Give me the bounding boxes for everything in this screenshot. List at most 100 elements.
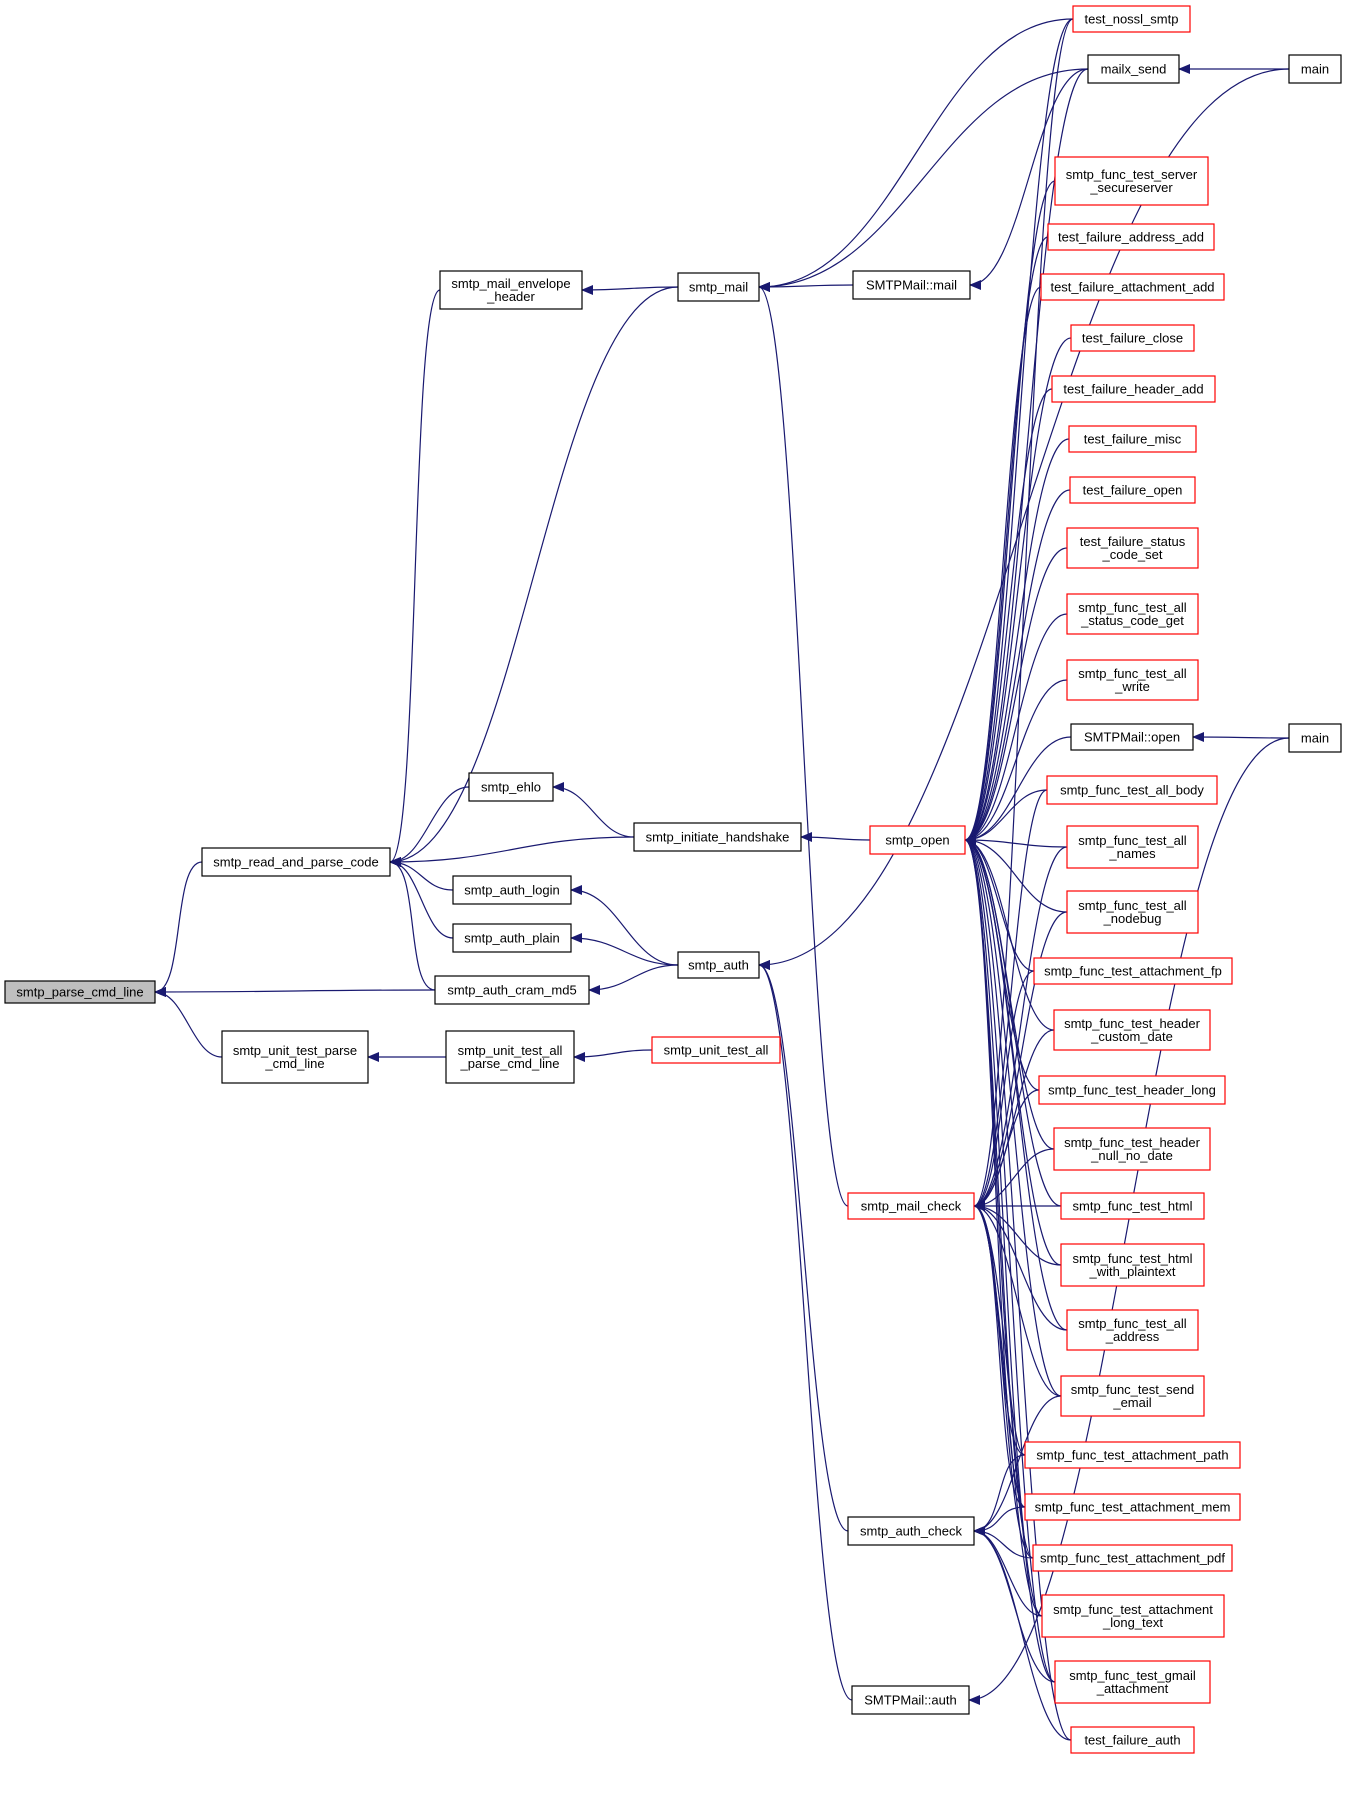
node-smtp_auth_check[interactable]: smtp_auth_check [847, 1516, 975, 1546]
node-smtp_func_test_server_secureserver[interactable]: smtp_func_test_server_secureserver [1054, 156, 1209, 206]
node-SMTPMail_auth[interactable]: SMTPMail::auth [851, 1685, 970, 1715]
edge-smtp_unit_test_parse_cmd_line-to-smtp_parse_cmd_line [154, 987, 223, 1058]
node-smtp_func_test_attachment_fp[interactable]: smtp_func_test_attachment_fp [1033, 957, 1233, 985]
node-test_nossl_smtp[interactable]: test_nossl_smtp [1072, 5, 1191, 33]
node-smtp_unit_test_all[interactable]: smtp_unit_test_all [651, 1036, 781, 1064]
node-label: smtp_func_test_attachment_pdf [1040, 1551, 1225, 1566]
node-smtp_auth_login[interactable]: smtp_auth_login [452, 875, 572, 905]
node-label: _cmd_line [264, 1056, 324, 1071]
node-box [1024, 1493, 1241, 1521]
node-smtp_auth_cram_md5[interactable]: smtp_auth_cram_md5 [434, 975, 590, 1005]
node-smtp_func_test_header_null_no_date[interactable]: smtp_func_test_header_null_no_date [1053, 1127, 1211, 1171]
node-main_bottom[interactable]: main [1288, 723, 1342, 753]
node-box [1066, 527, 1199, 569]
node-label: smtp_func_test_html [1073, 1199, 1193, 1214]
node-label: smtp_auth_plain [464, 931, 559, 946]
edge-smtp_func_test_html_with_plaintext-to-smtp_mail_check [973, 1201, 1062, 1266]
node-SMTPMail_open[interactable]: SMTPMail::open [1070, 723, 1194, 751]
node-box [1066, 1309, 1199, 1351]
node-smtp_func_test_all_names[interactable]: smtp_func_test_all_names [1066, 825, 1199, 869]
node-label: smtp_read_and_parse_code [213, 855, 379, 870]
node-label: _with_plaintext [1089, 1264, 1176, 1279]
node-test_failure_close[interactable]: test_failure_close [1070, 324, 1195, 352]
node-label: smtp_func_test_send [1071, 1382, 1195, 1397]
node-smtp_mail[interactable]: smtp_mail [677, 272, 760, 302]
node-smtp_func_test_attachment_mem[interactable]: smtp_func_test_attachment_mem [1024, 1493, 1241, 1521]
node-smtp_func_test_all_address[interactable]: smtp_func_test_all_address [1066, 1309, 1199, 1351]
node-box [1053, 1009, 1211, 1051]
node-label: test_failure_open [1083, 483, 1183, 498]
node-box [847, 1192, 975, 1220]
node-smtp_ehlo[interactable]: smtp_ehlo [468, 772, 554, 802]
node-smtp_func_test_all_write[interactable]: smtp_func_test_all_write [1066, 659, 1199, 701]
node-label: test_failure_status [1080, 534, 1186, 549]
node-smtp_func_test_all_nodebug[interactable]: smtp_func_test_all_nodebug [1066, 890, 1199, 934]
node-box [1066, 825, 1199, 869]
node-smtp_func_test_all_body[interactable]: smtp_func_test_all_body [1046, 775, 1218, 805]
edge-layer [154, 18, 1290, 1741]
node-smtp_initiate_handshake[interactable]: smtp_initiate_handshake [633, 822, 802, 852]
node-test_failure_header_add[interactable]: test_failure_header_add [1051, 375, 1216, 403]
node-label: _nodebug [1103, 911, 1162, 926]
edge-smtp_func_test_all_nodebug-to-smtp_mail_check [973, 911, 1068, 1211]
node-main_top[interactable]: main [1288, 54, 1342, 84]
node-smtp_func_test_html[interactable]: smtp_func_test_html [1060, 1192, 1205, 1220]
node-label: smtp_func_test_attachment_path [1036, 1448, 1228, 1463]
node-box [1070, 324, 1195, 352]
edge-smtp_func_test_attachment_long_text-to-smtp_open [964, 835, 1043, 1617]
edge-mailx_send-to-smtp_mail [758, 68, 1089, 292]
edge-test_failure_misc-to-smtp_open [964, 438, 1070, 845]
node-label: test_failure_attachment_add [1050, 280, 1214, 295]
edge-test_nossl_smtp-to-smtp_open [964, 18, 1074, 845]
node-smtp_func_test_send_email[interactable]: smtp_func_test_send_email [1060, 1375, 1205, 1417]
node-smtp_func_test_attachment_pdf[interactable]: smtp_func_test_attachment_pdf [1032, 1544, 1233, 1572]
edge-smtp_func_test_all_names-to-smtp_open [964, 835, 1068, 848]
node-box [1053, 1127, 1211, 1171]
node-smtp_unit_test_parse_cmd_line[interactable]: smtp_unit_test_parse_cmd_line [221, 1030, 369, 1084]
node-box [1072, 5, 1191, 33]
node-label: test_failure_auth [1084, 1733, 1180, 1748]
node-smtp_func_test_header_long[interactable]: smtp_func_test_header_long [1038, 1075, 1226, 1105]
edge-smtp_auth-to-smtp_auth_login [570, 885, 679, 966]
node-test_failure_address_add[interactable]: test_failure_address_add [1047, 223, 1215, 251]
edge-test_nossl_smtp-to-smtp_mail [758, 18, 1074, 292]
edge-smtp_mail_envelope_header-to-smtp_read_and_parse_code [389, 289, 441, 867]
edge-smtp_func_test_all_address-to-smtp_mail_check [973, 1201, 1068, 1331]
node-label: _header [486, 289, 535, 304]
node-smtp_open[interactable]: smtp_open [869, 825, 966, 855]
edge-smtp_initiate_handshake-to-smtp_read_and_parse_code [389, 836, 635, 867]
node-label: smtp_ehlo [481, 780, 541, 795]
node-test_failure_open[interactable]: test_failure_open [1069, 476, 1196, 504]
node-box [445, 1030, 575, 1084]
node-mailx_send[interactable]: mailx_send [1087, 54, 1180, 84]
node-box [847, 1516, 975, 1546]
node-smtp_auth_plain[interactable]: smtp_auth_plain [452, 923, 572, 953]
node-smtp_func_test_header_custom_date[interactable]: smtp_func_test_header_custom_date [1053, 1009, 1211, 1051]
edge-smtp_func_test_send_email-to-smtp_mail_check [973, 1201, 1062, 1397]
node-smtp_unit_test_all_parse_cmd_line[interactable]: smtp_unit_test_all_parse_cmd_line [445, 1030, 575, 1084]
node-test_failure_status_code_set[interactable]: test_failure_status_code_set [1066, 527, 1199, 569]
node-box [869, 825, 966, 855]
node-label: test_failure_close [1082, 331, 1183, 346]
node-label: smtp_func_test_server [1066, 167, 1198, 182]
node-smtp_parse_cmd_line[interactable]: smtp_parse_cmd_line [4, 980, 156, 1004]
node-test_failure_misc[interactable]: test_failure_misc [1068, 425, 1197, 453]
node-smtp_func_test_html_with_plaintext[interactable]: smtp_func_test_html_with_plaintext [1060, 1243, 1205, 1287]
node-label: smtp_func_test_gmail [1069, 1668, 1196, 1683]
node-smtp_func_test_attachment_path[interactable]: smtp_func_test_attachment_path [1024, 1441, 1241, 1469]
node-box [1047, 223, 1215, 251]
node-smtp_func_test_attachment_long_text[interactable]: smtp_func_test_attachment_long_text [1041, 1594, 1225, 1638]
edge-smtp_func_test_all_body-to-smtp_open [964, 789, 1048, 845]
node-test_failure_auth[interactable]: test_failure_auth [1070, 1726, 1195, 1754]
node-smtp_func_test_all_status_code_get[interactable]: smtp_func_test_all_status_code_get [1066, 593, 1199, 635]
edge-smtp_func_test_gmail_attachment-to-smtp_mail_check [973, 1201, 1056, 1683]
edge-mailx_send-to-smtp_open [964, 68, 1089, 845]
node-test_failure_attachment_add[interactable]: test_failure_attachment_add [1040, 273, 1225, 301]
node-box [1032, 1544, 1233, 1572]
node-smtp_mail_check[interactable]: smtp_mail_check [847, 1192, 975, 1220]
node-SMTPMail_mail[interactable]: SMTPMail::mail [852, 270, 971, 300]
node-smtp_func_test_gmail_attachment[interactable]: smtp_func_test_gmail_attachment [1054, 1660, 1211, 1704]
node-smtp_auth[interactable]: smtp_auth [677, 951, 760, 979]
node-smtp_read_and_parse_code[interactable]: smtp_read_and_parse_code [201, 847, 391, 877]
node-smtp_mail_envelope_header[interactable]: smtp_mail_envelope_header [439, 270, 583, 310]
